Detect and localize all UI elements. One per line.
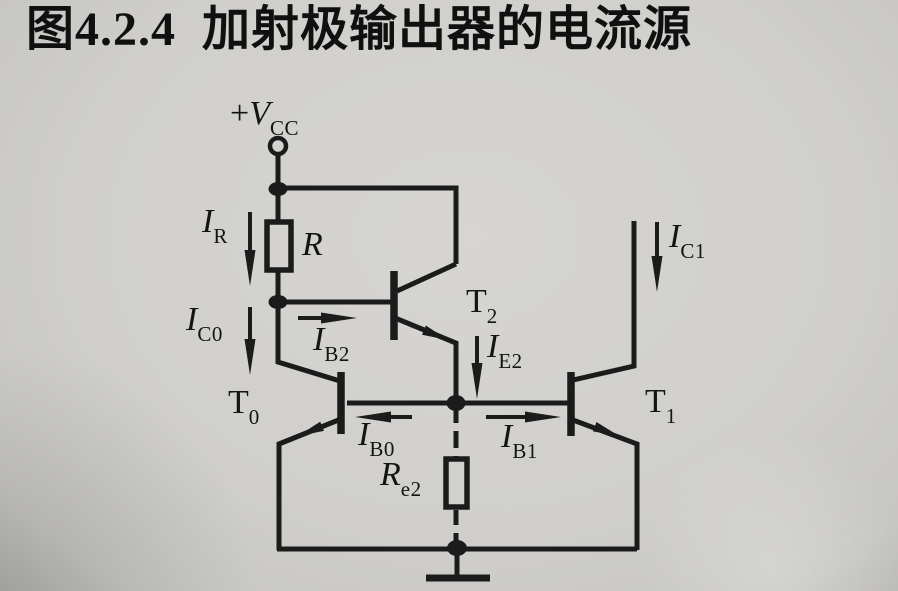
label-t0: T0 xyxy=(228,384,260,429)
label-ir: IR xyxy=(202,203,228,248)
label-t1: T1 xyxy=(645,383,677,428)
resistor-r-body xyxy=(264,219,294,273)
transistor-t2 xyxy=(390,261,459,406)
label-r: R xyxy=(302,226,323,263)
label-t2: T2 xyxy=(466,283,498,328)
resistor-re2-body xyxy=(443,456,470,510)
transistor-t1 xyxy=(567,221,640,550)
junction-dot-ground xyxy=(447,540,467,556)
label-ib0: IB0 xyxy=(358,416,395,461)
ib0-arrowhead xyxy=(355,411,391,423)
top-rail-wire xyxy=(278,185,459,264)
vcc-terminal-circle xyxy=(267,135,289,157)
ic1-arrowhead xyxy=(651,256,663,292)
label-ic1: IC1 xyxy=(669,218,706,263)
figure-title: 图4.2.4 加射极输出器的电流源 xyxy=(26,3,693,56)
ib2-arrowhead xyxy=(321,312,357,324)
label-ic0: IC0 xyxy=(186,301,223,346)
ie2-arrowhead xyxy=(471,363,483,399)
ib1-arrowhead xyxy=(525,411,561,423)
t0-emitter-wire xyxy=(276,416,342,550)
t2-collector-wire xyxy=(395,261,458,294)
junction-dot-vcc xyxy=(268,182,288,196)
label-vcc: +VCC xyxy=(230,95,299,140)
t0-collector-wire xyxy=(275,302,341,384)
t1-collector-wire xyxy=(572,221,637,383)
ic0-arrowhead xyxy=(244,339,256,375)
junction-dot-node-a xyxy=(268,295,288,309)
t1-emitter-arrowhead xyxy=(592,422,619,436)
junction-dot-node-b xyxy=(446,395,466,411)
label-ib1: IB1 xyxy=(501,418,538,463)
t1-emitter-wire xyxy=(572,417,640,550)
t2-emitter-arrowhead xyxy=(422,325,448,340)
label-ie2: IE2 xyxy=(487,328,523,373)
t2-emitter-wire xyxy=(394,315,459,406)
t0-emitter-arrowhead xyxy=(298,421,324,436)
label-ib2: IB2 xyxy=(313,321,350,366)
label-re2: Re2 xyxy=(380,456,422,501)
ir-arrowhead xyxy=(244,250,256,286)
